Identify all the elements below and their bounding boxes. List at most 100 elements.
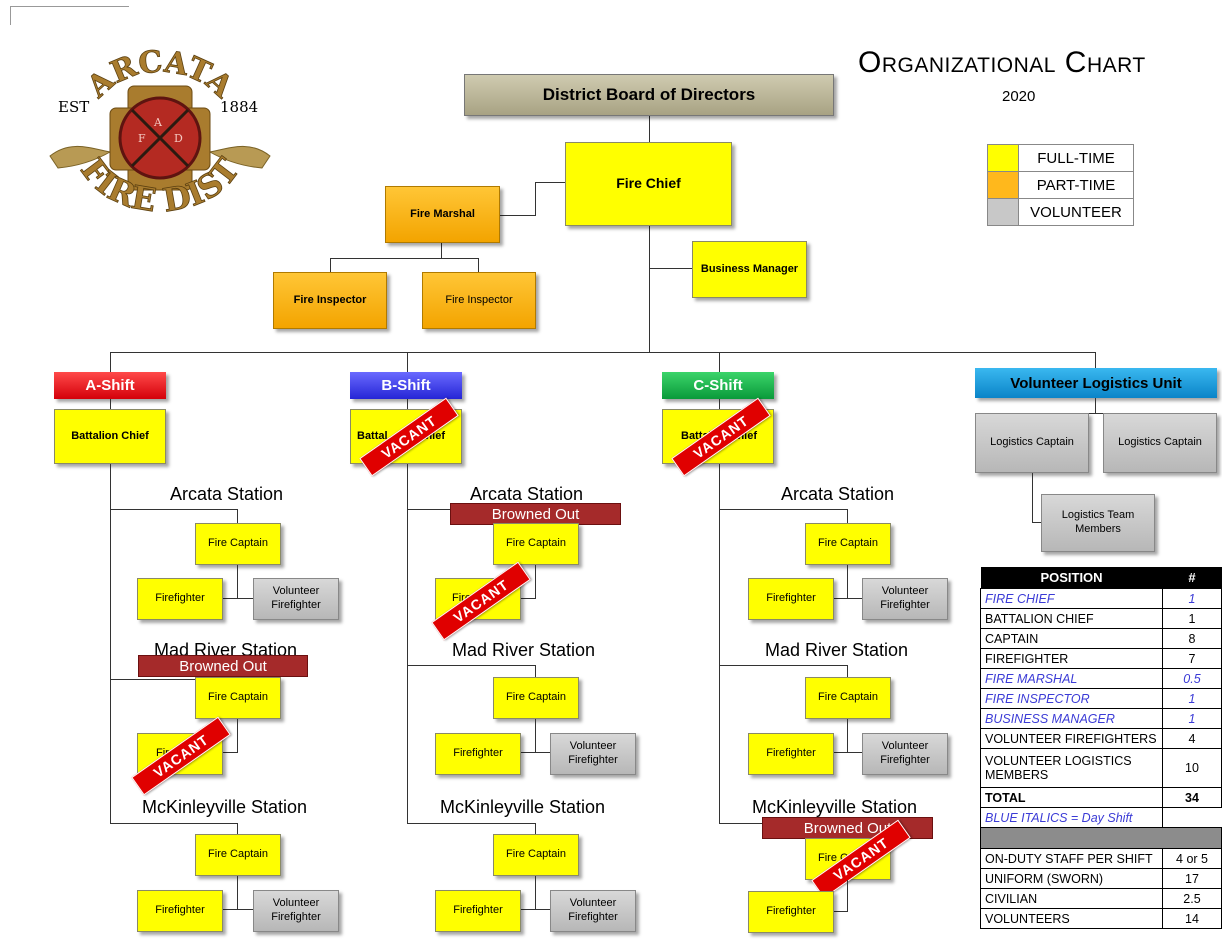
volunteer-firefighter-box[interactable]: Volunteer Firefighter — [550, 890, 636, 932]
firefighter-box[interactable]: Firefighter — [137, 578, 223, 620]
connector — [719, 823, 763, 824]
connector — [1095, 352, 1096, 368]
fire-captain-box[interactable]: Fire Captain — [195, 523, 281, 565]
connector — [110, 679, 238, 680]
connector — [535, 182, 565, 183]
connector — [441, 243, 442, 259]
fire-captain-box[interactable]: Fire Captain — [805, 523, 891, 565]
connector — [649, 116, 650, 142]
logistics-captain-box[interactable]: Logistics Captain — [975, 413, 1089, 473]
connector — [847, 565, 848, 599]
fire-captain-box[interactable]: Fire Captain — [493, 834, 579, 876]
fire-marshal-box[interactable]: Fire Marshal — [385, 186, 500, 243]
volunteer-firefighter-box[interactable]: Volunteer Firefighter — [550, 733, 636, 775]
summary-row: CIVILIAN 2.5 — [980, 888, 1222, 909]
position-name: FIRE MARSHAL — [980, 668, 1163, 689]
table-row: VOLUNTEER LOGISTICS MEMBERS 10 — [980, 748, 1222, 788]
fire-captain-box[interactable]: Fire Captain — [195, 834, 281, 876]
position-name: BATTALION CHIEF — [980, 608, 1163, 629]
connector — [110, 509, 238, 510]
firefighter-box[interactable]: Firefighter — [435, 890, 521, 932]
browned-out-banner: Browned Out — [138, 655, 308, 677]
table-row: VOLUNTEER FIREFIGHTERS 4 — [980, 728, 1222, 749]
shift-header-a[interactable]: A-Shift — [54, 372, 166, 399]
table-header: POSITION — [980, 567, 1163, 589]
summary-value: 14 — [1162, 908, 1222, 929]
connector — [237, 876, 238, 910]
position-count: 8 — [1162, 628, 1222, 649]
fire-captain-box[interactable]: Fire Captain — [493, 523, 579, 565]
firefighter-box[interactable]: Firefighter — [748, 578, 834, 620]
logo-letter-a: A — [154, 116, 162, 129]
station-title: Mad River Station — [452, 640, 596, 660]
connector — [1032, 413, 1158, 414]
legend-note-empty — [1162, 807, 1222, 828]
position-count: 10 — [1162, 748, 1222, 788]
summary-row: UNIFORM (SWORN) 17 — [980, 868, 1222, 889]
position-name: VOLUNTEER LOGISTICS MEMBERS — [980, 748, 1163, 788]
volunteer-firefighter-box[interactable]: Volunteer Firefighter — [862, 578, 948, 620]
connector — [535, 665, 536, 677]
connector — [237, 565, 238, 599]
logo-emblem-icon: ARCATA FIRE DIST — [49, 44, 271, 220]
shift-header-b[interactable]: B-Shift — [350, 372, 462, 399]
logistics-team-box[interactable]: Logistics Team Members — [1041, 494, 1155, 552]
connector — [407, 665, 535, 666]
logistics-unit-header[interactable]: Volunteer Logistics Unit — [975, 368, 1217, 398]
fire-captain-box[interactable]: Fire Captain — [493, 677, 579, 719]
shift-header-c[interactable]: C-Shift — [662, 372, 774, 399]
fire-captain-box[interactable]: Fire Captain — [805, 677, 891, 719]
station-title: Arcata Station — [170, 484, 284, 504]
position-count: 4 — [1162, 728, 1222, 749]
position-name: CAPTAIN — [980, 628, 1163, 649]
legend-swatch-volunteer — [987, 198, 1019, 226]
firefighter-box[interactable]: Firefighter — [748, 733, 834, 775]
firefighter-box[interactable]: Firefighter — [748, 891, 834, 933]
table-row: FIRE INSPECTOR 1 — [980, 688, 1222, 709]
connector — [719, 509, 847, 510]
connector — [535, 823, 536, 835]
connector — [719, 665, 847, 666]
connector — [1032, 522, 1042, 523]
legend-swatch-full-time — [987, 144, 1019, 172]
firefighter-box[interactable]: Firefighter — [137, 890, 223, 932]
connector — [649, 226, 650, 352]
firefighter-box[interactable]: Firefighter — [435, 733, 521, 775]
summary-value: 4 or 5 — [1162, 848, 1222, 869]
legend-label: PART-TIME — [1018, 171, 1134, 199]
connector — [330, 258, 478, 259]
volunteer-firefighter-box[interactable]: Volunteer Firefighter — [862, 733, 948, 775]
connector — [833, 911, 848, 912]
fire-inspector-box[interactable]: Fire Inspector — [273, 272, 387, 329]
browned-out-banner: Browned Out — [450, 503, 621, 525]
legend-label: VOLUNTEER — [1018, 198, 1134, 226]
fire-captain-box[interactable]: Fire Captain — [195, 677, 281, 719]
connector — [521, 752, 551, 753]
position-count: 1 — [1162, 688, 1222, 709]
position-count: 1 — [1162, 708, 1222, 729]
logistics-captain-box[interactable]: Logistics Captain — [1103, 413, 1217, 473]
business-manager-box[interactable]: Business Manager — [692, 241, 807, 298]
connector — [847, 509, 848, 523]
connector — [719, 352, 720, 372]
fire-inspector-box[interactable]: Fire Inspector — [422, 272, 536, 329]
connector — [535, 719, 536, 753]
connector — [223, 598, 253, 599]
connector — [847, 880, 848, 912]
position-count: 7 — [1162, 648, 1222, 669]
board-of-directors-box[interactable]: District Board of Directors — [464, 74, 834, 116]
connector — [1032, 473, 1033, 523]
connector — [535, 182, 536, 216]
table-row: FIRE MARSHAL 0.5 — [980, 668, 1222, 689]
volunteer-firefighter-box[interactable]: Volunteer Firefighter — [253, 890, 339, 932]
position-name: VOLUNTEER FIREFIGHTERS — [980, 728, 1163, 749]
battalion-chief-box[interactable]: Battalion Chief — [54, 409, 166, 464]
position-name: FIRE CHIEF — [980, 588, 1163, 609]
table-divider — [980, 827, 1222, 849]
fire-chief-box[interactable]: Fire Chief — [565, 142, 732, 226]
connector — [847, 719, 848, 753]
volunteer-firefighter-box[interactable]: Volunteer Firefighter — [253, 578, 339, 620]
connector — [719, 464, 720, 824]
connector — [110, 399, 111, 409]
table-row: FIRE CHIEF 1 — [980, 588, 1222, 609]
